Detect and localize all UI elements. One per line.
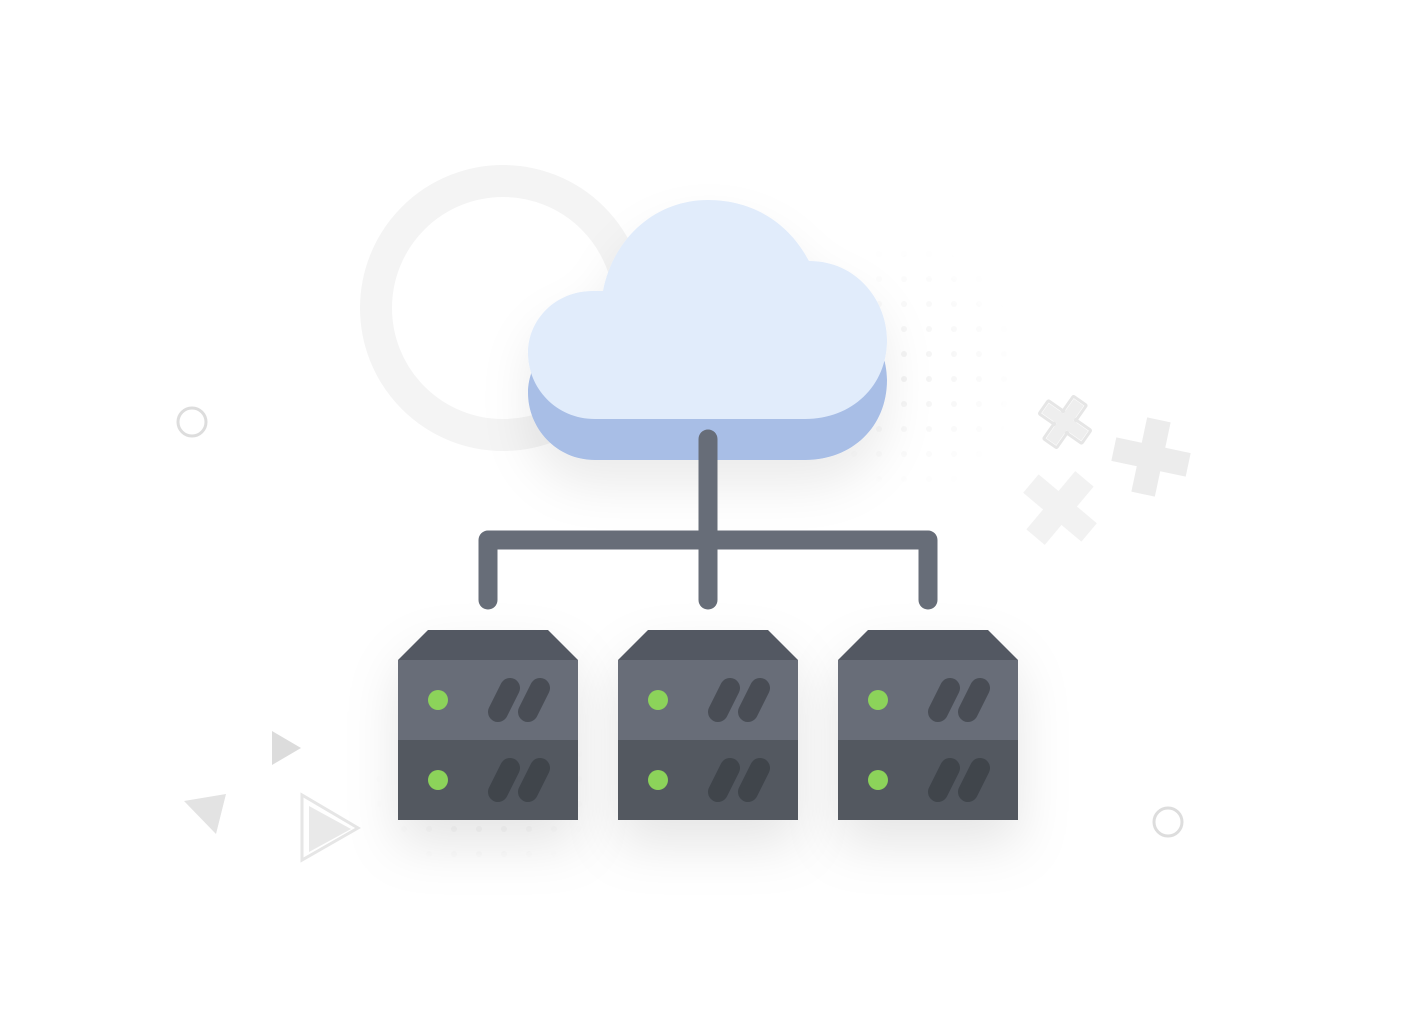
- vent-slots-icon: [488, 758, 550, 802]
- server-icon: [398, 630, 578, 820]
- cloud-top: [528, 200, 887, 419]
- server-cap: [838, 630, 1018, 660]
- triangle-decoration: [184, 794, 226, 834]
- connector-lines: [478, 429, 938, 610]
- server-icon: [838, 630, 1018, 820]
- vent-slots-icon: [708, 678, 770, 722]
- vent-slots-icon: [488, 678, 550, 722]
- small-circle-decoration: [1152, 806, 1184, 838]
- vent-slots-icon: [928, 758, 990, 802]
- triangle-decoration: [309, 806, 351, 852]
- triangle-decoration: [300, 792, 361, 863]
- plus-decoration: [1038, 395, 1092, 449]
- server-unit: [838, 660, 1018, 740]
- server-icon: [618, 630, 798, 820]
- server-unit: [838, 740, 1018, 820]
- status-led-icon: [428, 770, 448, 790]
- small-circle-decoration: [176, 406, 208, 438]
- server-unit: [618, 740, 798, 820]
- server-unit: [618, 660, 798, 740]
- server-unit: [398, 660, 578, 740]
- status-led-icon: [868, 770, 888, 790]
- vent-slots-icon: [708, 758, 770, 802]
- plus-decoration: [1023, 471, 1097, 545]
- server-cap: [618, 630, 798, 660]
- status-led-icon: [648, 770, 668, 790]
- vent-slots-icon: [928, 678, 990, 722]
- cloud-icon: [528, 200, 887, 460]
- server-unit: [398, 740, 578, 820]
- status-led-icon: [428, 690, 448, 710]
- plus-decoration: [1111, 417, 1191, 497]
- status-led-icon: [648, 690, 668, 710]
- server-cap: [398, 630, 578, 660]
- triangle-decoration: [272, 731, 301, 765]
- status-led-icon: [868, 690, 888, 710]
